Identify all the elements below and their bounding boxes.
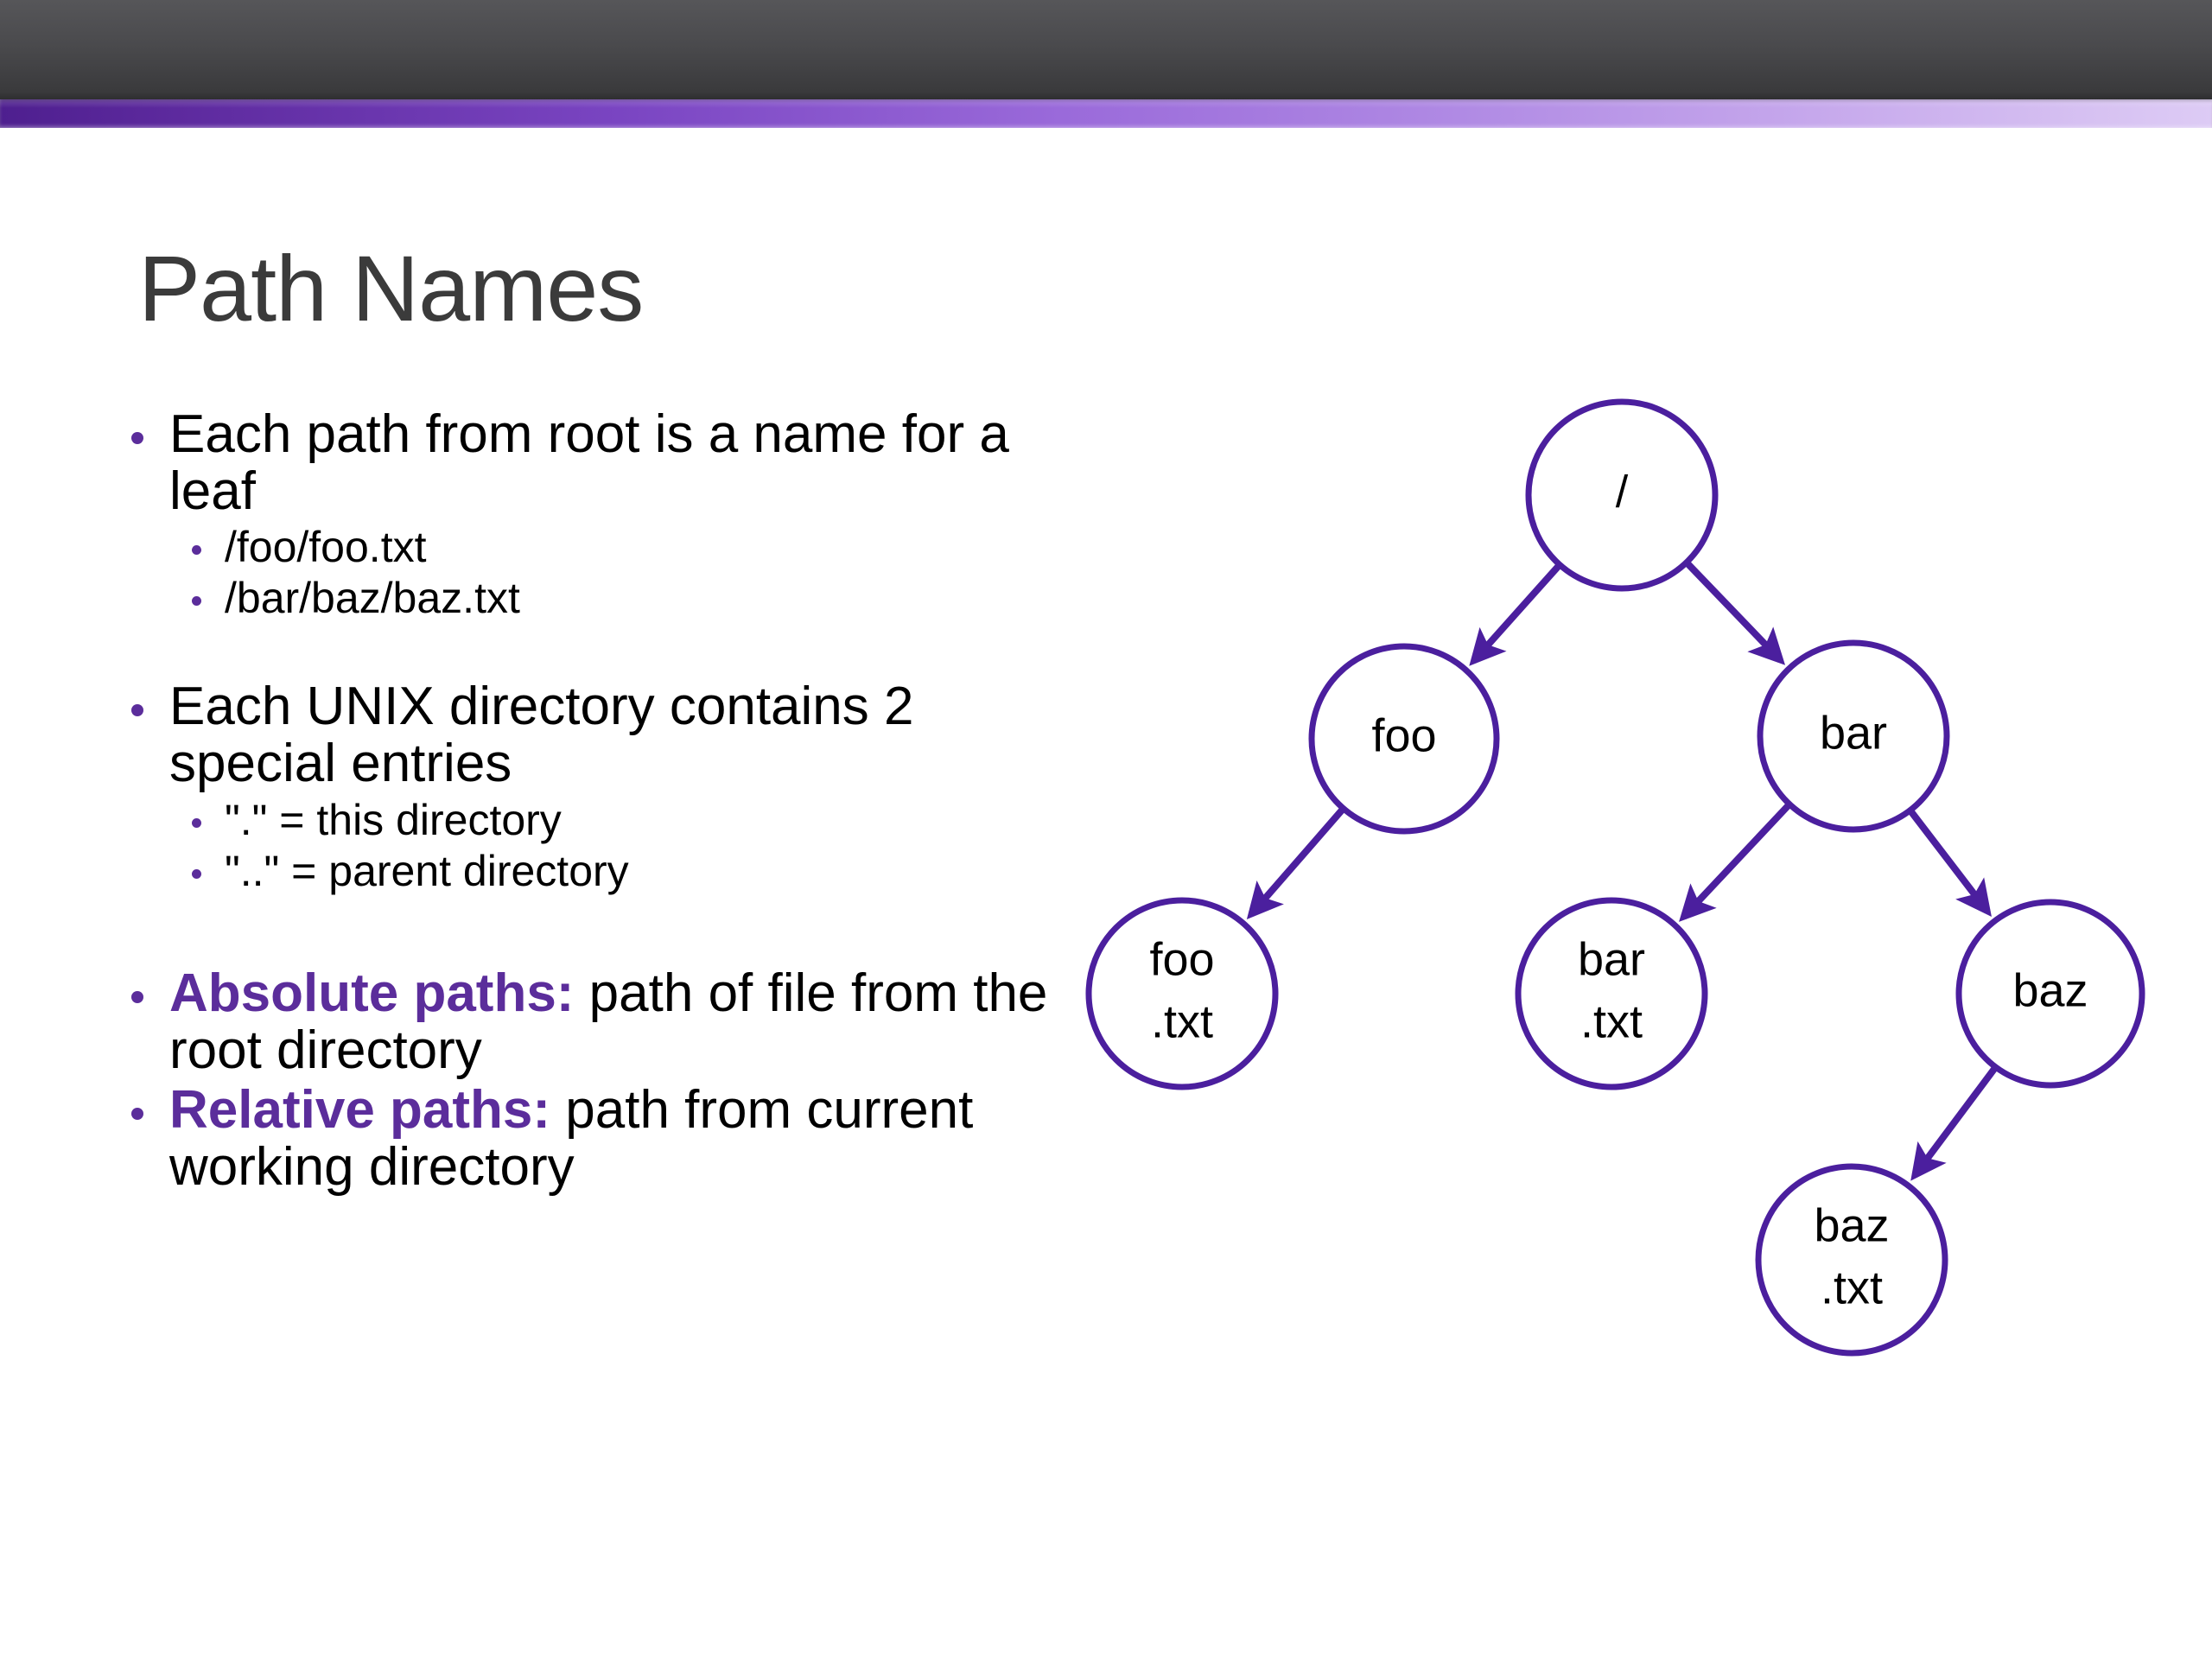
bullet-relative-paths: Relative paths: path from current workin… bbox=[119, 1082, 1078, 1195]
tree-svg: / foo bar foo .txt bar .txt baz baz .txt bbox=[1085, 398, 2145, 1357]
bullet-text: Each path from root is a name for a leaf bbox=[169, 404, 1009, 521]
tree-node-bar-txt[interactable]: bar .txt bbox=[1515, 897, 1708, 1090]
tree-node-baz-txt[interactable]: baz .txt bbox=[1755, 1163, 1948, 1357]
tree-node-baz[interactable]: baz bbox=[1955, 899, 2145, 1089]
tree-node-label: .txt bbox=[1821, 1262, 1883, 1313]
bullet-foo-path: /foo/foo.txt bbox=[119, 523, 1078, 572]
unix-directory-tree-diagram: / foo bar foo .txt bar .txt baz baz .txt bbox=[1071, 372, 2212, 1434]
bullet-text: ".." = parent directory bbox=[225, 846, 629, 895]
bullet-dot-icon bbox=[192, 596, 201, 607]
bullet-dotdot-entry: ".." = parent directory bbox=[119, 847, 1078, 896]
tree-node-circle bbox=[1955, 899, 2145, 1089]
tree-node-circle bbox=[1757, 639, 1950, 833]
tree-edge-bar-to-bar-txt bbox=[1679, 802, 1792, 922]
tree-node-foo[interactable]: foo bbox=[1308, 643, 1500, 835]
tree-node-label: .txt bbox=[1580, 995, 1643, 1047]
bullet-dot-icon bbox=[131, 990, 143, 1003]
tree-node-label: / bbox=[1616, 467, 1629, 518]
tree-node-label: bar bbox=[1820, 707, 1887, 759]
tree-edge-foo-to-foo-txt bbox=[1246, 806, 1346, 920]
tree-node-root[interactable]: / bbox=[1525, 398, 1719, 592]
bullet-list: Each path from root is a name for a leaf… bbox=[119, 406, 1078, 1199]
tree-node-label: baz bbox=[2012, 964, 2088, 1016]
tree-edge-root-to-bar bbox=[1684, 560, 1786, 665]
tree-edge-root-to-foo bbox=[1469, 563, 1562, 666]
tree-node-circle bbox=[1308, 643, 1500, 835]
accent-band bbox=[0, 99, 2212, 128]
bullet-text: Each UNIX directory contains 2 special e… bbox=[169, 677, 914, 794]
tree-node-circle bbox=[1525, 398, 1719, 592]
bullet-dot-entry: "." = this directory bbox=[119, 796, 1078, 845]
bullet-group-special-entries: Each UNIX directory contains 2 special e… bbox=[119, 678, 1078, 895]
page-title: Path Names bbox=[138, 236, 644, 341]
bullet-dot-icon bbox=[131, 432, 143, 444]
tree-node-label: foo bbox=[1371, 709, 1436, 761]
tree-node-circle bbox=[1755, 1163, 1948, 1357]
bullet-text: path of file from the root directory bbox=[169, 963, 1048, 1080]
tree-node-label: baz bbox=[1814, 1199, 1889, 1251]
bullet-text: /bar/baz/baz.txt bbox=[225, 574, 520, 623]
bullet-special-entries: Each UNIX directory contains 2 special e… bbox=[119, 678, 1078, 791]
tree-node-circle bbox=[1085, 897, 1279, 1090]
bullet-absolute-paths: Absolute paths: path of file from the ro… bbox=[119, 965, 1078, 1078]
tree-node-bar[interactable]: bar bbox=[1757, 639, 1950, 833]
tree-node-circle bbox=[1515, 897, 1708, 1090]
tree-node-label: foo bbox=[1149, 933, 1214, 985]
bullet-paths-from-root: Each path from root is a name for a leaf bbox=[119, 406, 1078, 519]
spacer bbox=[119, 898, 1078, 965]
tree-nodes: / foo bar foo .txt bar .txt baz baz .txt bbox=[1085, 398, 2145, 1357]
bullet-dot-icon bbox=[131, 1108, 143, 1121]
tree-edges bbox=[1246, 560, 1999, 1181]
tree-edge-baz-to-baz-txt bbox=[1910, 1065, 1999, 1181]
bullet-text: "." = this directory bbox=[225, 795, 562, 844]
bullet-group-paths-from-root: Each path from root is a name for a leaf… bbox=[119, 406, 1078, 623]
bullet-dot-icon bbox=[192, 545, 201, 556]
bullet-text: path from current working directory bbox=[169, 1080, 974, 1198]
tree-node-label: .txt bbox=[1151, 995, 1213, 1047]
bullet-dot-icon bbox=[192, 868, 201, 879]
bullet-text: /foo/foo.txt bbox=[225, 523, 427, 572]
spacer bbox=[119, 625, 1078, 678]
tree-edge-bar-to-baz bbox=[1908, 809, 1992, 918]
bullet-dot-icon bbox=[192, 817, 201, 828]
tree-node-foo-txt[interactable]: foo .txt bbox=[1085, 897, 1279, 1090]
bullet-lead: Relative paths: bbox=[169, 1080, 551, 1141]
bullet-group-absolute-paths: Absolute paths: path of file from the ro… bbox=[119, 965, 1078, 1078]
bullet-group-relative-paths: Relative paths: path from current workin… bbox=[119, 1082, 1078, 1195]
header-band bbox=[0, 0, 2212, 99]
bullet-baz-path: /bar/baz/baz.txt bbox=[119, 574, 1078, 623]
bullet-lead: Absolute paths: bbox=[169, 963, 575, 1023]
bullet-dot-icon bbox=[131, 704, 143, 717]
tree-node-label: bar bbox=[1578, 933, 1645, 985]
